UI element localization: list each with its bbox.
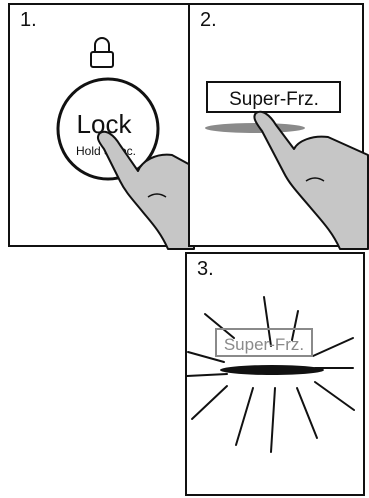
lock-icon: [90, 37, 114, 68]
step-3-panel: 3. Super-Frz.: [185, 252, 365, 496]
super-frz-button-faded: [215, 328, 313, 357]
super-frz-button-faded-label: Super-Frz.: [224, 335, 304, 354]
lock-button[interactable]: [56, 77, 160, 181]
step-1-panel: 1. Lock Hold 3 sec.: [8, 3, 195, 250]
step-3-illustration: Super-Frz.: [186, 296, 355, 453]
hand-pointer: [253, 110, 369, 250]
step-1-number: 1.: [20, 9, 37, 31]
step-1-illustration: Lock Hold 3 sec.: [56, 37, 195, 250]
step-2-illustration: Super-Frz.: [205, 81, 369, 250]
burst-lines: [186, 296, 355, 453]
super-frz-button-label: Super-Frz.: [229, 89, 319, 110]
press-shadow: [205, 123, 305, 133]
press-shadow-dark: [220, 365, 324, 375]
step-2-panel: 2. Super-Frz.: [188, 3, 369, 250]
step-2-number: 2.: [200, 9, 217, 31]
step-3-number: 3.: [197, 258, 214, 280]
hand-pointer: [96, 130, 195, 250]
super-frz-button[interactable]: [206, 81, 341, 113]
